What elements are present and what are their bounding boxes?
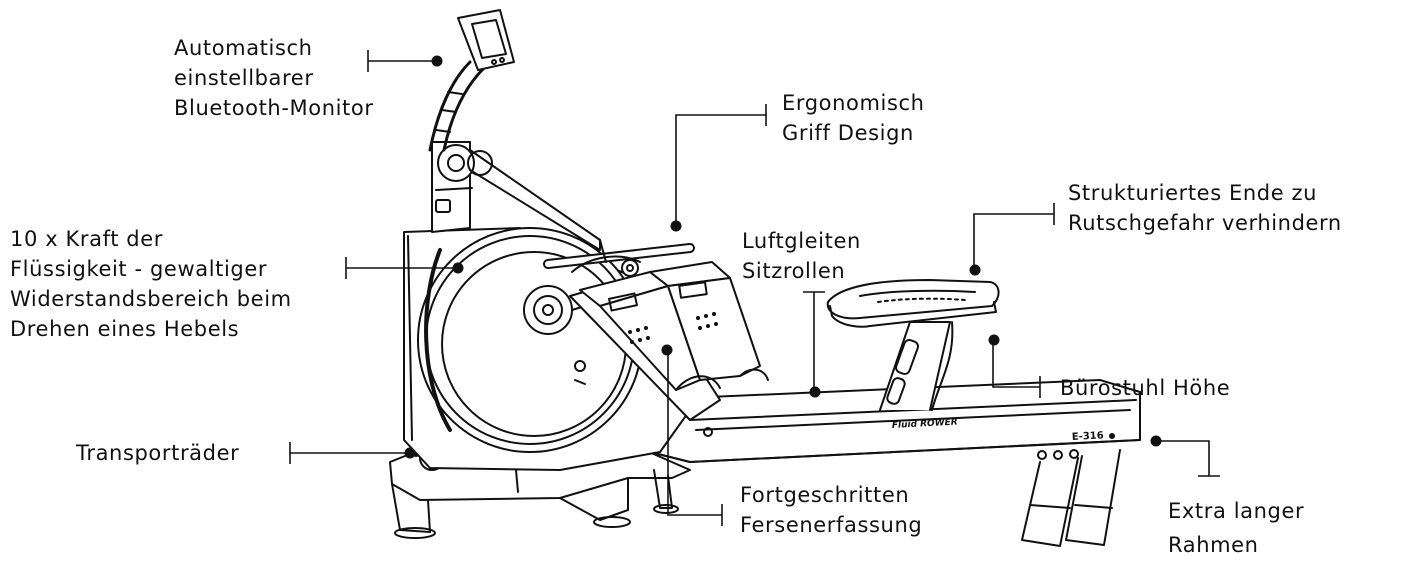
label-wheels-line-1: Transporträder [76, 441, 240, 465]
frame-rail [639, 379, 1141, 463]
label-wheels: Transporträder [76, 438, 239, 468]
label-seat-height: Bürostuhl Höhe [1060, 373, 1230, 403]
front-cover [431, 141, 601, 251]
label-seat-height-line-1: Bürostuhl Höhe [1060, 376, 1231, 400]
label-glide-line-1: Luftgleiten [742, 229, 861, 253]
callout-dot-seat-end [969, 264, 981, 276]
label-glide: Luftgleiten Sitzrollen [742, 226, 861, 286]
frame-brand-text: Fluid ROWER [892, 418, 958, 431]
callout-force [345, 257, 456, 279]
label-force-line-1: 10 x Kraft der [10, 227, 163, 251]
callout-seat-end [973, 203, 1055, 268]
callout-dot-seat-height [988, 334, 1000, 346]
frame-model-text: E-316 [1072, 430, 1104, 443]
label-monitor-line-2: einstellbarer [174, 66, 314, 90]
label-monitor: Automatisch einstellbarer Bluetooth-Moni… [174, 33, 374, 123]
label-frame-line-1: Extra langer [1168, 499, 1305, 523]
label-monitor-line-3: Bluetooth-Monitor [174, 96, 374, 120]
callout-dot-handle [670, 220, 682, 232]
label-frame: Extra langer Rahmen [1168, 494, 1304, 562]
label-heel-line-2: Fersenerfassung [740, 513, 923, 537]
callout-monitor [367, 50, 435, 72]
label-handle-line-2: Griff Design [782, 121, 914, 145]
callout-glide [803, 291, 825, 390]
label-force: 10 x Kraft der Flüssigkeit - gewaltiger … [10, 224, 292, 344]
water-tank [417, 227, 643, 453]
callout-heel [667, 352, 723, 526]
foot-rests [569, 261, 769, 421]
callout-dot-glide [809, 386, 821, 398]
monitor-assembly [428, 9, 515, 152]
seat-assembly [826, 279, 1000, 411]
label-force-line-2: Flüssigkeit - gewaltiger [10, 257, 268, 281]
rear-legs [1021, 449, 1121, 547]
label-heel: Fortgeschritten Fersenerfassung [740, 480, 922, 540]
callout-dot-force [452, 262, 464, 274]
label-force-line-4: Drehen eines Hebels [10, 317, 240, 341]
label-frame-line-2: Rahmen [1168, 533, 1259, 557]
label-handle: Ergonomisch Griff Design [782, 88, 925, 148]
callout-handle [675, 104, 767, 222]
callout-dot-heel [661, 344, 673, 356]
callout-frame [1156, 440, 1220, 477]
rowing-handle [543, 239, 695, 277]
label-glide-line-2: Sitzrollen [742, 259, 846, 283]
callout-dot-wheels [404, 447, 416, 459]
label-force-line-3: Widerstandsbereich beim [10, 287, 292, 311]
label-seat-end: Strukturiertes Ende zu Rutschgefahr verh… [1068, 178, 1342, 238]
callout-dot-frame [1150, 435, 1162, 447]
label-seat-end-line-1: Strukturiertes Ende zu [1068, 181, 1318, 205]
callout-dot-monitor [431, 55, 443, 67]
label-handle-line-1: Ergonomisch [782, 91, 925, 115]
label-seat-end-line-2: Rutschgefahr verhindern [1068, 211, 1342, 235]
callout-seat-height [992, 342, 1041, 398]
label-heel-line-1: Fortgeschritten [740, 483, 910, 507]
label-monitor-line-1: Automatisch [174, 36, 313, 60]
callout-wheels [289, 442, 408, 464]
